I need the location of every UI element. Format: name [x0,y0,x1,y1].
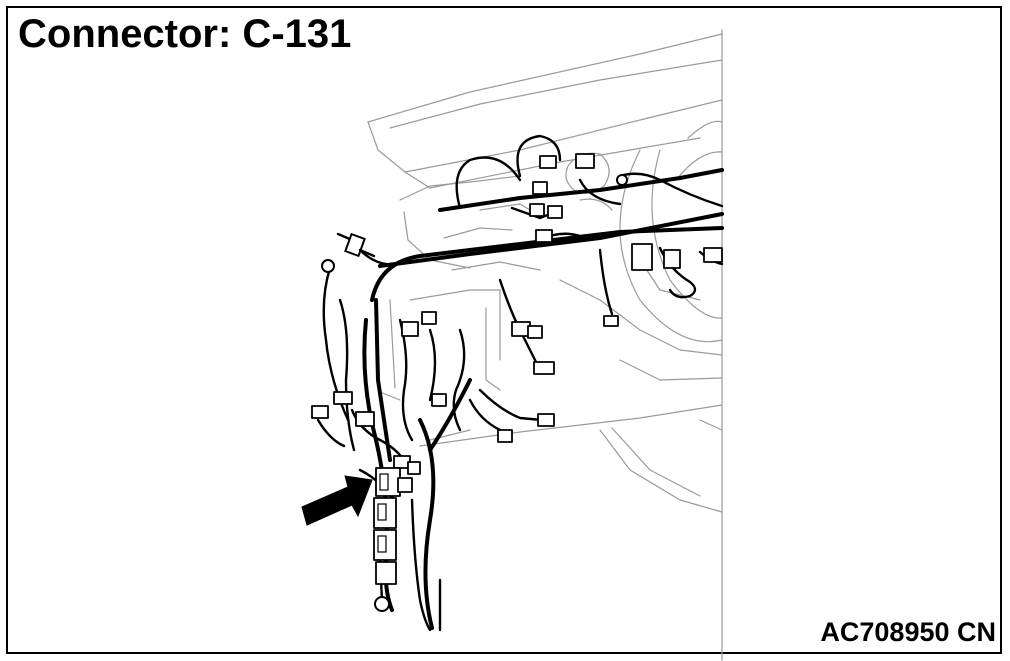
ground-terminals [321,174,628,612]
diagram-border [6,6,1002,654]
connectors [311,153,723,475]
dashboard-outline [367,29,723,661]
figure-code: AC708950 CN [820,617,996,647]
diagram-title: Connector: C-131 [18,12,352,56]
grommet-icon [336,232,376,258]
arrow-icon [301,475,373,526]
target-connector-c131 [373,467,413,585]
